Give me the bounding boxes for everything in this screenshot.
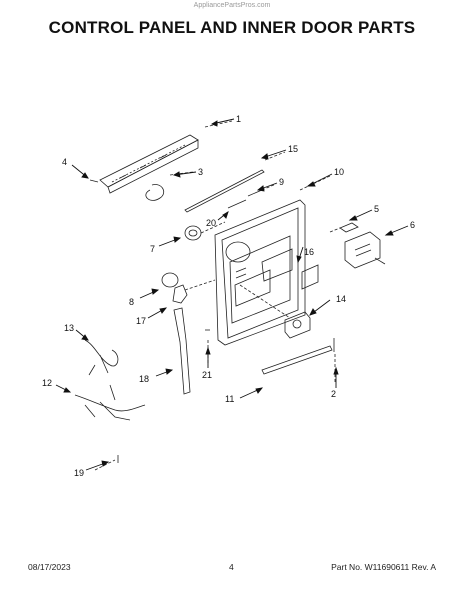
callout-17: 17 [136,316,146,326]
part-9 [247,189,263,197]
callout-5: 5 [374,204,379,214]
part-8 [161,272,179,288]
callout-6: 6 [410,220,415,230]
callout-9: 9 [279,177,284,187]
part-harness-12 [74,384,146,421]
part-17 [172,284,188,304]
callout-11: 11 [225,394,234,404]
callout-13: 13 [64,323,74,333]
part-knob-7 [184,225,202,241]
footer-date: 08/17/2023 [28,562,71,572]
part-14 [284,311,311,339]
part-harness-3 [145,184,165,201]
callout-19: 19 [74,468,84,478]
callout-12: 12 [42,378,52,388]
callout-14: 14 [336,294,346,304]
part-4 [89,179,99,183]
callout-8: 8 [129,297,134,307]
footer-part-number: Part No. W11690611 Rev. A [331,562,436,572]
part-strip-11 [261,345,333,375]
part-20 [227,199,247,209]
callout-16: 16 [304,247,314,257]
callout-18: 18 [139,374,149,384]
callout-1: 1 [236,114,241,124]
watermark: AppliancePartsPros.com [193,2,271,9]
callout-2: 2 [331,389,336,399]
part-hose-18 [173,307,191,395]
part-harness-13 [84,339,119,376]
callout-7: 7 [150,244,155,254]
part-module-6 [344,231,381,269]
callout-4: 4 [62,157,67,167]
part-5 [339,222,359,233]
callout-21: 21 [202,370,212,380]
page-title: CONTROL PANEL AND INNER DOOR PARTS [48,18,416,37]
footer-page-number: 4 [229,562,234,572]
callout-20: 20 [206,218,216,228]
part-strip-15 [184,169,265,213]
callout-15: 15 [288,144,298,154]
part-console [99,120,233,194]
part-inner-door [214,199,306,346]
callout-3: 3 [198,167,203,177]
part-16 [301,264,319,290]
callout-10: 10 [334,167,344,177]
